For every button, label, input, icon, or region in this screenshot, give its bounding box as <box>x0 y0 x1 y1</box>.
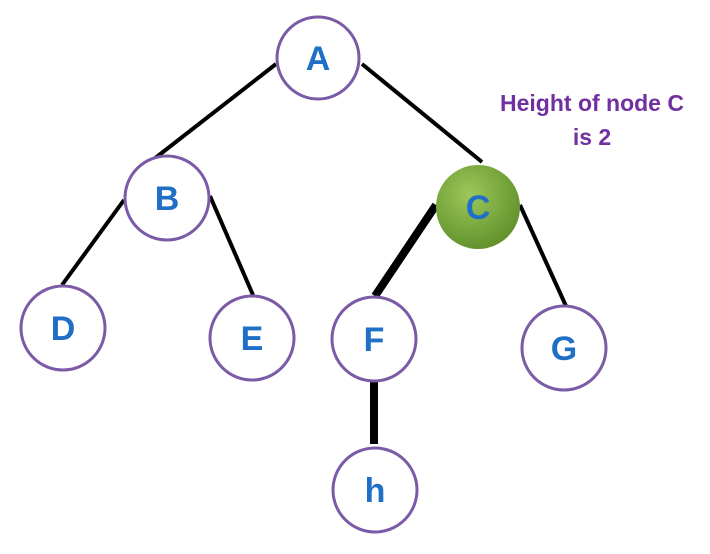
node-b: B <box>123 154 211 242</box>
caption-line-2: is 2 <box>572 124 612 150</box>
node-e: E <box>208 294 296 382</box>
edge-c-f-highlight <box>371 202 440 299</box>
node-a: A <box>275 15 361 101</box>
node-g-label: G <box>551 330 577 368</box>
node-g: G <box>520 304 608 392</box>
edge-a-c <box>360 62 484 164</box>
node-h-label: h <box>365 472 386 510</box>
node-e-label: E <box>241 320 264 358</box>
edge-b-e <box>208 195 255 296</box>
caption-line-1: Height of node C <box>500 90 684 116</box>
node-d: D <box>19 284 107 372</box>
node-h: h <box>331 446 419 534</box>
node-f: F <box>330 295 418 383</box>
height-caption: Height of node C is 2 <box>474 86 710 154</box>
edge-a-b <box>143 62 278 168</box>
edge-c-g <box>518 204 568 307</box>
node-c-highlighted: C <box>436 165 520 249</box>
node-a-label: A <box>306 40 331 78</box>
node-b-label: B <box>155 180 180 218</box>
edge-b-d <box>60 198 126 287</box>
node-f-label: F <box>364 321 385 359</box>
node-d-label: D <box>51 310 76 348</box>
node-c-label: C <box>466 189 491 227</box>
